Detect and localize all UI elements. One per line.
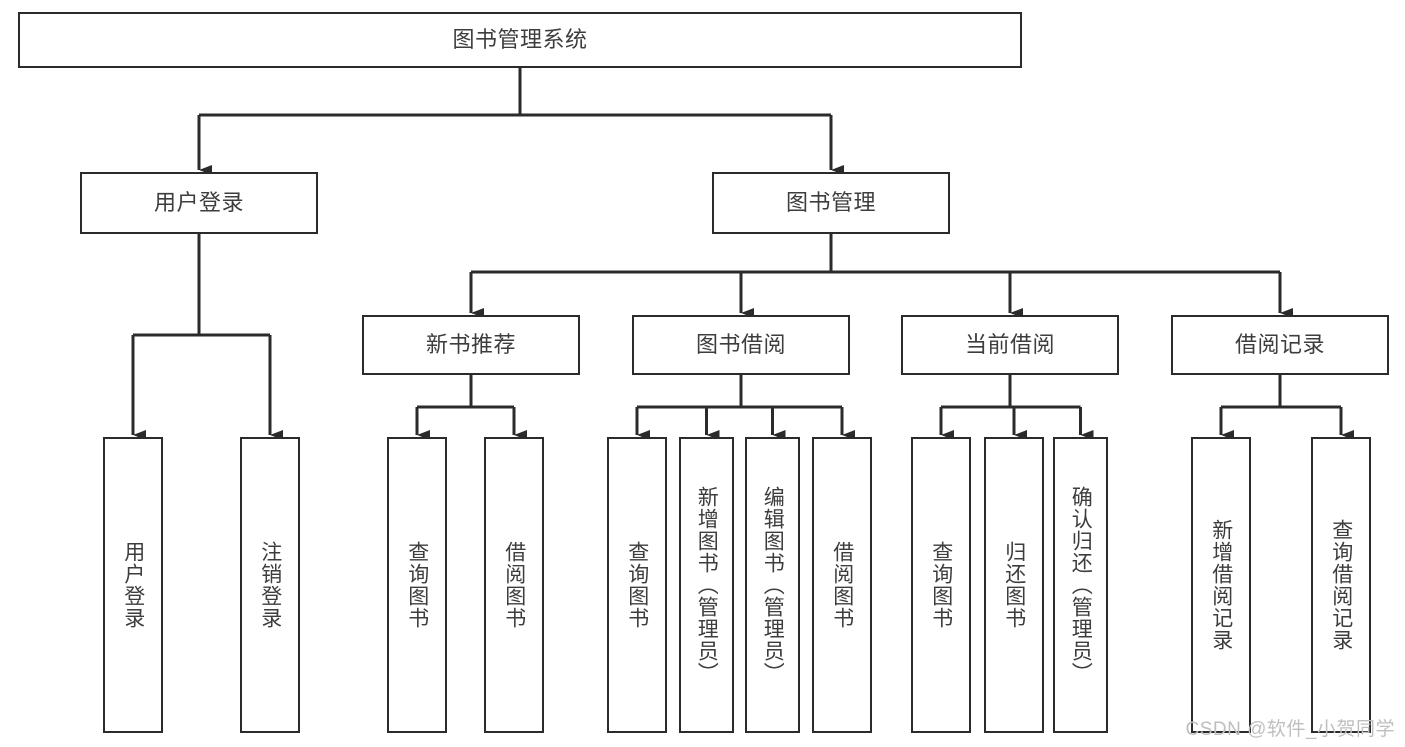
node-label: 借阅图书 <box>830 541 854 629</box>
node-label: 新增图书（管理员） <box>695 486 719 684</box>
node-label: 编辑图书（管理员） <box>761 486 785 684</box>
node-leaf-return-book: 归还图书 <box>984 437 1044 733</box>
node-label: 确认归还（管理员） <box>1069 486 1093 684</box>
node-label: 查询图书 <box>405 541 429 629</box>
node-label: 新书推荐 <box>425 331 516 357</box>
node-leaf-user-login: 用户登录 <box>103 437 163 733</box>
node-label: 查询借阅记录 <box>1329 519 1353 651</box>
node-leaf-user-logout: 注销登录 <box>240 437 300 733</box>
node-leaf-borrow-book-rec: 借阅图书 <box>484 437 544 733</box>
node-leaf-add-record: 新增借阅记录 <box>1191 437 1251 733</box>
node-root: 图书管理系统 <box>18 12 1022 68</box>
node-book-manage: 图书管理 <box>712 172 950 234</box>
node-leaf-query-book-borrow: 查询图书 <box>607 437 667 733</box>
node-user-login: 用户登录 <box>80 172 318 234</box>
node-label: 用户登录 <box>121 541 145 629</box>
node-label: 图书管理 <box>785 189 876 215</box>
node-label: 借阅记录 <box>1234 331 1325 357</box>
node-label: 查询图书 <box>625 541 649 629</box>
node-label: 借阅图书 <box>502 541 526 629</box>
node-book-borrow: 图书借阅 <box>632 315 850 375</box>
node-leaf-query-book-cur: 查询图书 <box>911 437 971 733</box>
node-label: 当前借阅 <box>964 331 1055 357</box>
node-leaf-confirm-return: 确认归还（管理员） <box>1053 437 1108 733</box>
node-label: 用户登录 <box>153 189 244 215</box>
node-borrow-record: 借阅记录 <box>1171 315 1389 375</box>
node-leaf-query-book-rec: 查询图书 <box>387 437 447 733</box>
node-label: 归还图书 <box>1002 541 1026 629</box>
node-leaf-query-record: 查询借阅记录 <box>1311 437 1371 733</box>
node-label: 图书管理系统 <box>452 26 588 52</box>
node-current-borrow: 当前借阅 <box>901 315 1119 375</box>
node-label: 查询图书 <box>929 541 953 629</box>
node-leaf-borrow-book: 借阅图书 <box>812 437 872 733</box>
node-label: 注销登录 <box>258 541 282 629</box>
node-label: 图书借阅 <box>695 331 786 357</box>
node-leaf-edit-book: 编辑图书（管理员） <box>745 437 800 733</box>
node-label: 新增借阅记录 <box>1209 519 1233 651</box>
node-new-book-rec: 新书推荐 <box>362 315 580 375</box>
node-leaf-add-book: 新增图书（管理员） <box>679 437 734 733</box>
